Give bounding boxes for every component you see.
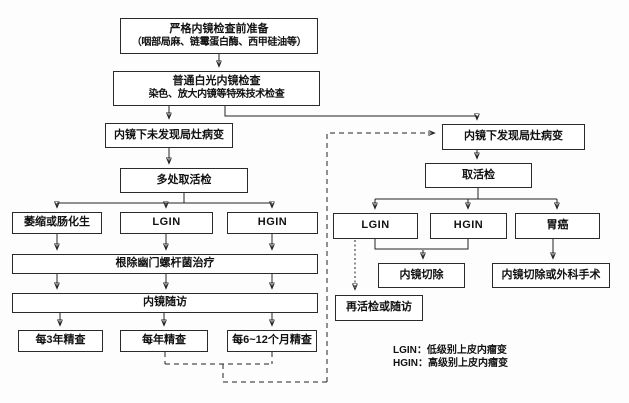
node-endoscopic-followup: 内镜随访 bbox=[12, 293, 318, 313]
node-resection-or-surgery-label: 内镜切除或外科手术 bbox=[501, 268, 601, 281]
node-exam-every-3-years-label: 每3年精查 bbox=[35, 334, 86, 347]
node-white-light-endoscopy: 普通白光内镜检查 染色、放大内镜等特殊技术检查 bbox=[113, 71, 320, 106]
node-white-light-line2: 染色、放大内镜等特殊技术检查 bbox=[148, 89, 285, 101]
node-hgin-left-label: HGIN bbox=[257, 216, 288, 229]
node-exam-every-year-label: 每年精查 bbox=[142, 334, 186, 347]
node-focal-lesion-found: 内镜下发现局灶病变 bbox=[442, 124, 585, 150]
node-take-biopsy: 取活检 bbox=[425, 163, 532, 188]
legend: LGIN：低级别上皮内瘤变 HGIN：高级别上皮内瘤变 bbox=[393, 344, 508, 370]
node-hgin-left: HGIN bbox=[227, 212, 318, 234]
node-atrophy-metaplasia: 萎缩或肠化生 bbox=[12, 212, 102, 234]
node-no-focal-lesion-label: 内镜下未发现局灶病变 bbox=[114, 128, 224, 141]
node-exam-every-6-12-months-label: 每6~12个月精查 bbox=[232, 334, 312, 347]
node-exam-every-3-years: 每3年精查 bbox=[18, 330, 103, 352]
node-hp-eradication-label: 根除幽门螺杆菌治疗 bbox=[115, 257, 215, 270]
node-lgin-left-label: LGIN bbox=[152, 216, 181, 229]
node-lgin-right-label: LGIN bbox=[361, 219, 390, 232]
node-white-light-line1: 普通白光内镜检查 bbox=[172, 75, 261, 88]
node-strict-prep-line2: （咽部局麻、链霉蛋白酶、西甲硅油等） bbox=[131, 36, 307, 48]
node-hp-eradication: 根除幽门螺杆菌治疗 bbox=[12, 254, 318, 274]
node-exam-every-year: 每年精查 bbox=[120, 330, 208, 352]
node-multiple-biopsies-label: 多处取活检 bbox=[156, 173, 212, 186]
node-lgin-right: LGIN bbox=[333, 213, 418, 239]
node-focal-lesion-found-label: 内镜下发现局灶病变 bbox=[464, 130, 563, 143]
legend-lgin: LGIN：低级别上皮内瘤变 bbox=[393, 345, 507, 356]
dashed-loop-to-lesionfound bbox=[326, 133, 434, 382]
node-rebiopsy-or-followup-label: 再活检或随访 bbox=[346, 301, 412, 314]
node-strict-prep: 严格内镜检查前准备 （咽部局麻、链霉蛋白酶、西甲硅油等） bbox=[120, 18, 318, 54]
node-multiple-biopsies: 多处取活检 bbox=[120, 168, 248, 193]
node-no-focal-lesion: 内镜下未发现局灶病变 bbox=[105, 123, 233, 148]
node-rebiopsy-or-followup: 再活检或随访 bbox=[335, 295, 423, 321]
arrow-whitelight-to-lesionfound bbox=[224, 106, 477, 119]
node-gastric-cancer-label: 胃癌 bbox=[546, 219, 569, 232]
node-exam-every-6-12-months: 每6~12个月精查 bbox=[227, 330, 317, 352]
node-resection-or-surgery: 内镜切除或外科手术 bbox=[492, 263, 610, 288]
node-take-biopsy-label: 取活检 bbox=[462, 168, 495, 181]
line-hginright-to-merge bbox=[423, 239, 469, 250]
node-hgin-right-label: HGIN bbox=[453, 219, 484, 232]
node-atrophy-metaplasia-label: 萎缩或肠化生 bbox=[24, 216, 90, 229]
node-endoscopic-followup-label: 内镜随访 bbox=[143, 296, 187, 309]
node-strict-prep-line1: 严格内镜检查前准备 bbox=[169, 22, 269, 35]
legend-hgin: HGIN：高级别上皮内瘤变 bbox=[393, 358, 508, 369]
node-endoscopic-resection-label: 内镜切除 bbox=[399, 268, 444, 281]
node-lgin-left: LGIN bbox=[120, 212, 213, 234]
node-endoscopic-resection: 内镜切除 bbox=[378, 263, 465, 288]
node-gastric-cancer: 胃癌 bbox=[515, 213, 600, 239]
node-hgin-right: HGIN bbox=[430, 213, 507, 239]
line-lginright-to-merge bbox=[374, 239, 423, 250]
